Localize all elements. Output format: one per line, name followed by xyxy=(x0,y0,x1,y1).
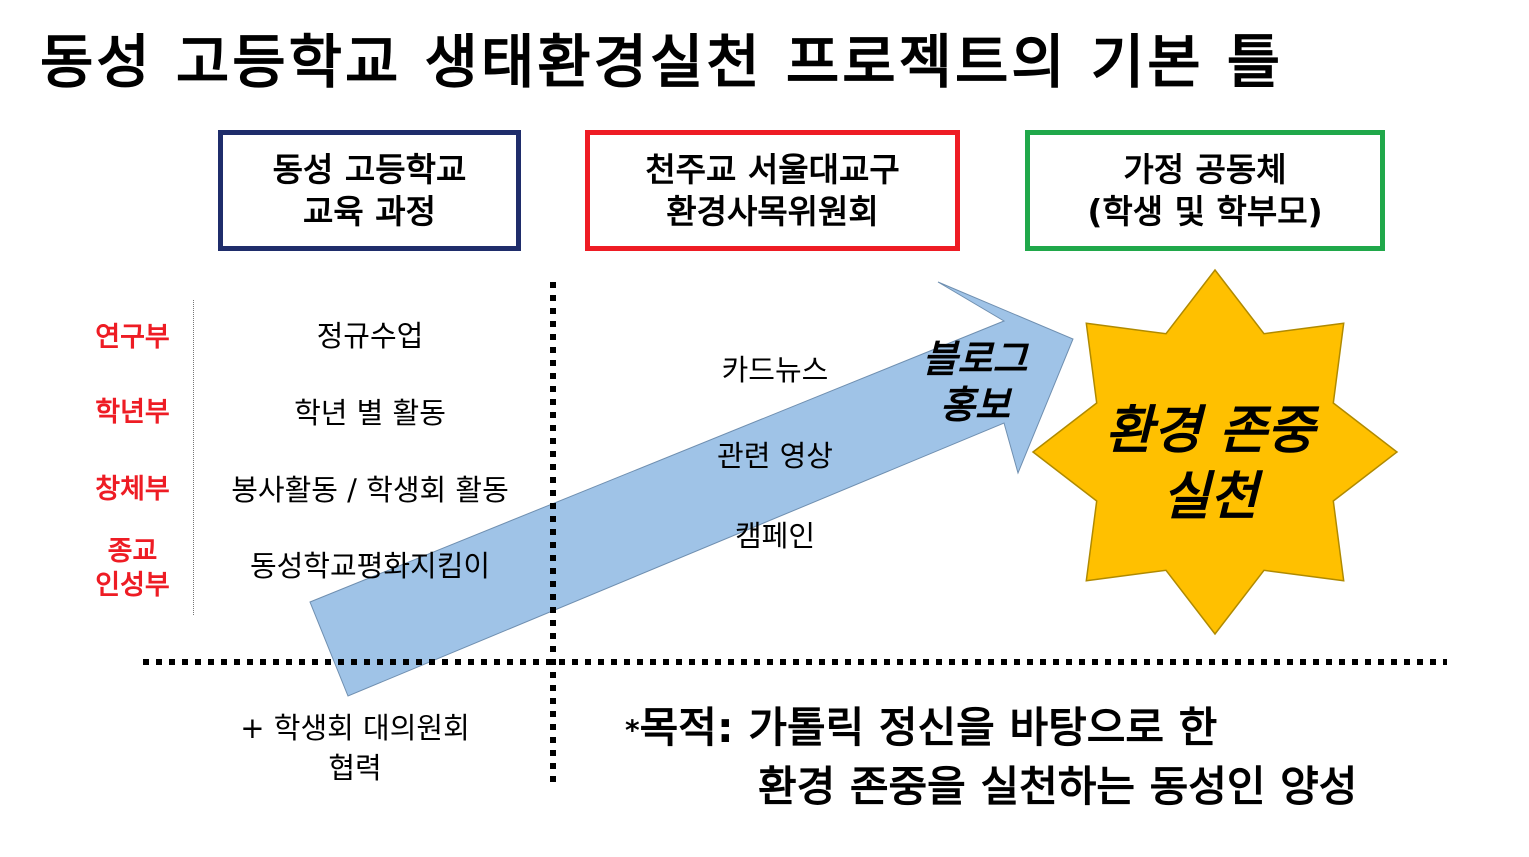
box-diocese-committee: 천주교 서울대교구 환경사목위원회 xyxy=(585,130,960,251)
box-school-line1: 동성 고등학교 xyxy=(272,149,467,189)
burst-star xyxy=(1031,268,1399,636)
item-related-video: 관련 영상 xyxy=(717,439,833,473)
box-school-curriculum: 동성 고등학교 교육 과정 xyxy=(218,130,521,251)
item-campaign: 캠페인 xyxy=(734,519,816,553)
box-family-line2: (학생 및 학부모) xyxy=(1087,191,1323,231)
dept-separator xyxy=(193,300,194,615)
council-cooperation: + 학생회 대의원회 협력 xyxy=(240,711,470,785)
dept-religion: 종교 인성부 xyxy=(95,536,170,601)
activity-volunteer: 봉사활동 / 학생회 활동 xyxy=(231,473,509,507)
goal-marker: * xyxy=(625,713,640,747)
dept-creative: 창체부 xyxy=(95,474,170,505)
goal-statement: *목적: 가톨릭 정신을 바탕으로 한 환경 존중을 실천하는 동성인 양성 xyxy=(625,700,1505,815)
goal-line2: 환경 존중을 실천하는 동성인 양성 xyxy=(758,761,1358,811)
box-diocese-line1: 천주교 서울대교구 xyxy=(645,149,900,189)
item-card-news: 카드뉴스 xyxy=(721,353,829,387)
box-school-line2: 교육 과정 xyxy=(303,191,436,231)
box-family-community: 가정 공동체 (학생 및 학부모) xyxy=(1025,130,1385,251)
page-title: 동성 고등학교 생태환경실천 프로젝트의 기본 틀 xyxy=(40,28,1284,96)
progress-arrow xyxy=(309,281,1074,697)
box-diocese-line2: 환경사목위원회 xyxy=(666,191,879,231)
box-family-line1: 가정 공동체 xyxy=(1123,149,1287,189)
goal-line1: 목적: 가톨릭 정신을 바탕으로 한 xyxy=(639,703,1218,752)
activity-peace-keepers: 동성학교평화지킴이 xyxy=(249,549,491,583)
dept-research: 연구부 xyxy=(95,322,170,353)
blog-promotion: 블로그 홍보 xyxy=(922,337,1028,427)
star-label: 환경 존중 실천 xyxy=(1105,401,1315,527)
activity-grade: 학년 별 활동 xyxy=(294,396,446,430)
dept-grade: 학년부 xyxy=(95,397,170,428)
activity-regular-class: 정규수업 xyxy=(316,319,424,353)
